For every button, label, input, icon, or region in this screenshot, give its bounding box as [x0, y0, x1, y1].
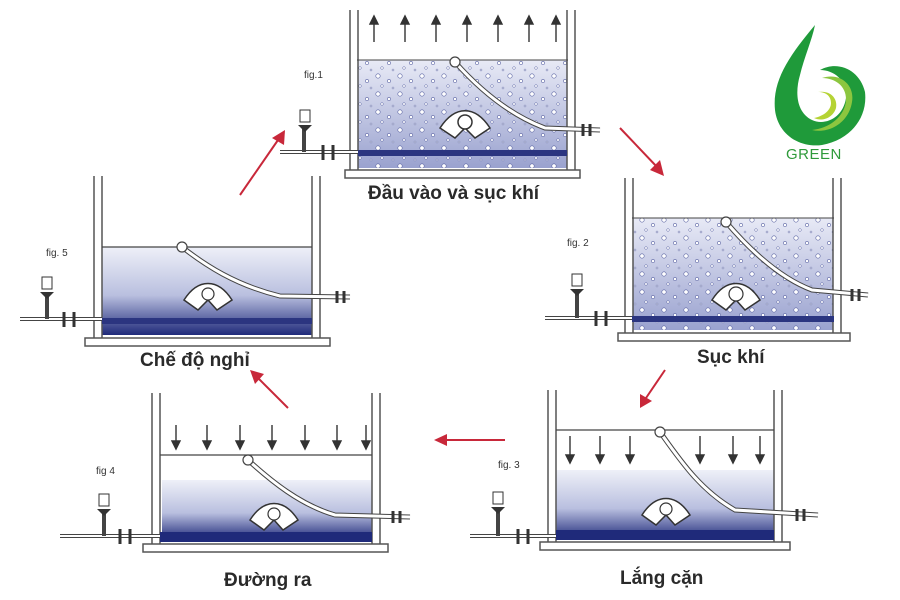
fig-label-2: fig. 2 [567, 238, 589, 249]
stage-label-4: Đường ra [224, 570, 312, 591]
fig-label-5: fig. 5 [46, 248, 68, 259]
downward-level-arrows [170, 425, 372, 451]
fig-label-1: fig.1 [304, 70, 323, 81]
arrow-fig2-to-fig3 [640, 369, 666, 408]
stage-label-3: Lắng cặn [620, 568, 704, 589]
tank-fig4 [60, 393, 411, 553]
cycle-arrows [239, 127, 666, 446]
stage-label-1: Đầu vào và sục khí [368, 183, 540, 204]
stage-label-5: Chế độ nghỉ [140, 350, 250, 371]
tank-fig3 [470, 390, 819, 551]
tank-fig2 [545, 178, 869, 342]
upward-air-arrows [368, 14, 562, 42]
tank-fig5 [20, 176, 351, 347]
arrow-fig3-to-fig4 [434, 434, 505, 446]
fig-label-4: fig 4 [96, 466, 115, 477]
downward-settling-arrows [564, 436, 766, 465]
logo-text: GREEN [786, 146, 842, 163]
tank-fig1 [280, 10, 601, 179]
green-logo [774, 25, 866, 146]
arrow-fig4-to-fig5 [250, 370, 289, 409]
arrow-fig5-to-fig1 [239, 130, 285, 196]
arrow-fig1-to-fig2 [619, 127, 664, 176]
fig-label-3: fig. 3 [498, 460, 520, 471]
stage-label-2: Sục khí [697, 347, 765, 368]
